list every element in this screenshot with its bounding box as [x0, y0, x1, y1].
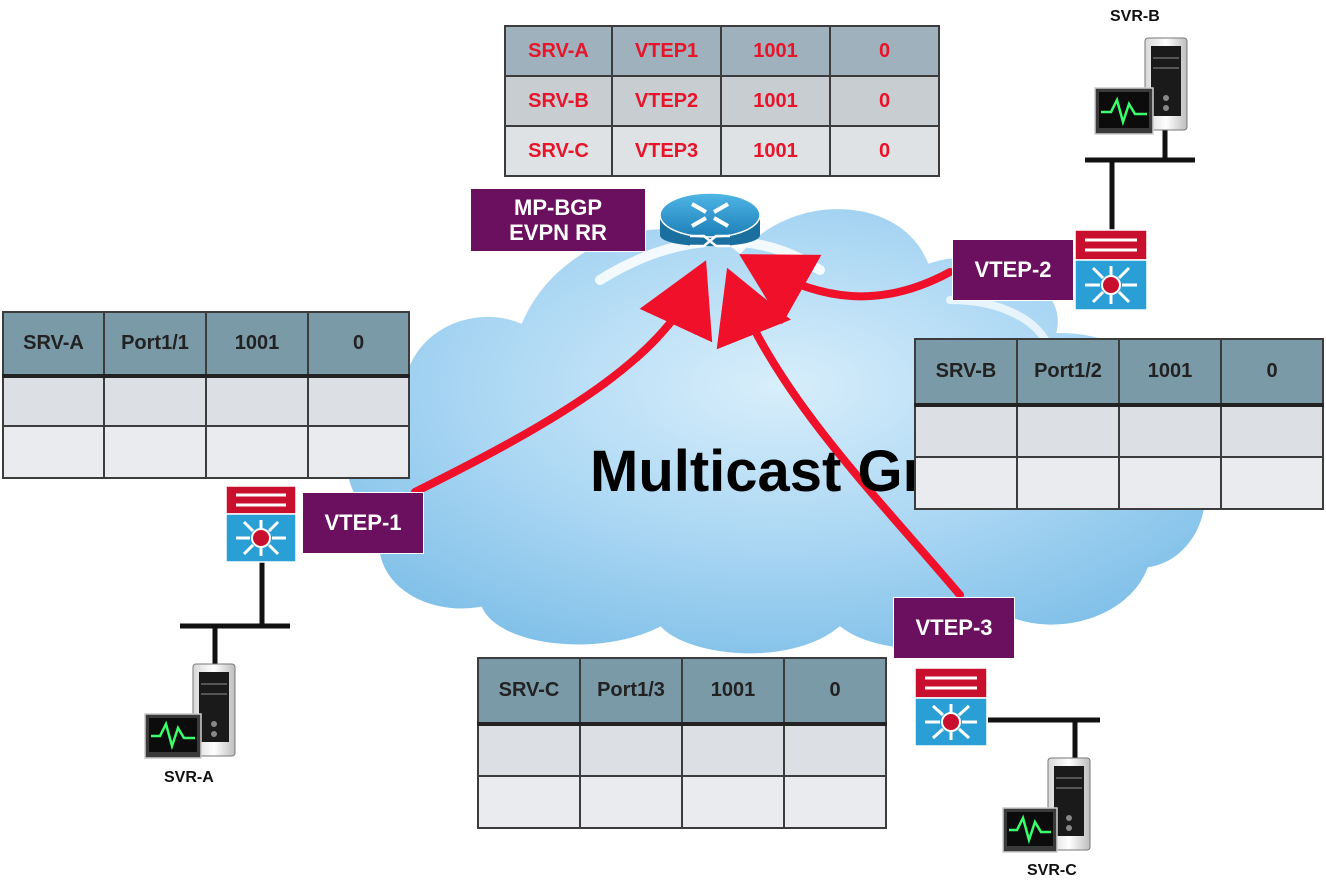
arrow-vtep3-to-rr: [716, 267, 964, 599]
vtep1-cell: Port1/1: [103, 311, 207, 377]
bgp-arrows: [411, 254, 964, 599]
svr-b-label: SVR-B: [1110, 8, 1160, 25]
rr-cell: 0: [829, 125, 940, 177]
server-icon-svr-c: [1002, 757, 1091, 853]
vtep2-cell: Port1/2: [1016, 338, 1120, 406]
empty-cell: [2, 375, 105, 427]
vtep2-label: VTEP-2: [952, 239, 1074, 301]
rr-cell: 1001: [720, 25, 831, 77]
vtep3-table: SRV-C Port1/3 1001 0: [477, 657, 887, 829]
empty-cell: [681, 723, 785, 777]
empty-cell: [2, 425, 105, 479]
svr-b-link: [1085, 130, 1195, 230]
svr-a-link: [180, 562, 290, 665]
vtep2-table: SRV-B Port1/2 1001 0: [914, 338, 1324, 510]
svr-a-label: SVR-A: [164, 769, 214, 786]
rr-label-line1: MP-BGP: [514, 194, 602, 220]
empty-cell: [205, 375, 309, 427]
empty-cell: [1220, 456, 1324, 510]
rr-table: SRV-A VTEP1 1001 0 SRV-B VTEP2 1001 0 SR…: [504, 25, 940, 177]
vtep3-cell: SRV-C: [477, 657, 581, 725]
vtep3-cell: Port1/3: [579, 657, 683, 725]
vtep1-label: VTEP-1: [302, 492, 424, 554]
empty-cell: [681, 775, 785, 829]
empty-cell: [1016, 456, 1120, 510]
rr-cell: SRV-C: [504, 125, 613, 177]
empty-cell: [1016, 404, 1120, 458]
empty-cell: [477, 775, 581, 829]
cloud-label: Multicast Gr: [590, 439, 926, 504]
vtep2-cell: 1001: [1118, 338, 1222, 406]
vtep2-cell: 0: [1220, 338, 1324, 406]
switch-icon-vtep3: [914, 667, 988, 747]
rr-cell: 0: [829, 25, 940, 77]
empty-cell: [103, 375, 207, 427]
server-icon-svr-b: [1094, 37, 1188, 135]
rr-label-line2: EVPN RR: [509, 220, 607, 245]
empty-cell: [579, 723, 683, 777]
router-icon: [659, 192, 761, 248]
empty-cell: [103, 425, 207, 479]
empty-cell: [307, 375, 410, 427]
switch-icon-vtep1: [225, 485, 297, 563]
rr-row: SRV-B VTEP2 1001 0: [504, 75, 940, 127]
empty-cell: [1118, 456, 1222, 510]
rr-cell: VTEP2: [611, 75, 722, 127]
empty-cell: [783, 723, 887, 777]
vtep3-label: VTEP-3: [893, 597, 1015, 659]
empty-cell: [477, 723, 581, 777]
server-icon-svr-a: [144, 663, 236, 759]
vtep1-cell: 1001: [205, 311, 309, 377]
vtep1-table: SRV-A Port1/1 1001 0: [2, 311, 410, 479]
vtep3-cell: 0: [783, 657, 887, 725]
rr-cell: 1001: [720, 125, 831, 177]
arrow-vtep1-to-rr: [411, 260, 713, 496]
rr-cell: SRV-B: [504, 75, 613, 127]
empty-cell: [1220, 404, 1324, 458]
empty-cell: [307, 425, 410, 479]
rr-row: SRV-C VTEP3 1001 0: [504, 125, 940, 177]
vtep2-cell: SRV-B: [914, 338, 1018, 406]
empty-cell: [579, 775, 683, 829]
empty-cell: [914, 404, 1018, 458]
switch-icon-vtep2: [1074, 229, 1148, 311]
svr-c-label: SVR-C: [1027, 862, 1077, 879]
vtep1-cell: 0: [307, 311, 410, 377]
svr-c-link: [988, 717, 1100, 760]
rr-cell: 1001: [720, 75, 831, 127]
rr-cell: 0: [829, 75, 940, 127]
empty-cell: [783, 775, 887, 829]
empty-cell: [205, 425, 309, 479]
rr-cell: SRV-A: [504, 25, 613, 77]
empty-cell: [914, 456, 1018, 510]
vtep3-cell: 1001: [681, 657, 785, 725]
rr-cell: VTEP3: [611, 125, 722, 177]
vtep1-cell: SRV-A: [2, 311, 105, 377]
route-reflector-label: MP-BGP EVPN RR: [470, 188, 646, 252]
empty-cell: [1118, 404, 1222, 458]
rr-row: SRV-A VTEP1 1001 0: [504, 25, 940, 77]
rr-cell: VTEP1: [611, 25, 722, 77]
